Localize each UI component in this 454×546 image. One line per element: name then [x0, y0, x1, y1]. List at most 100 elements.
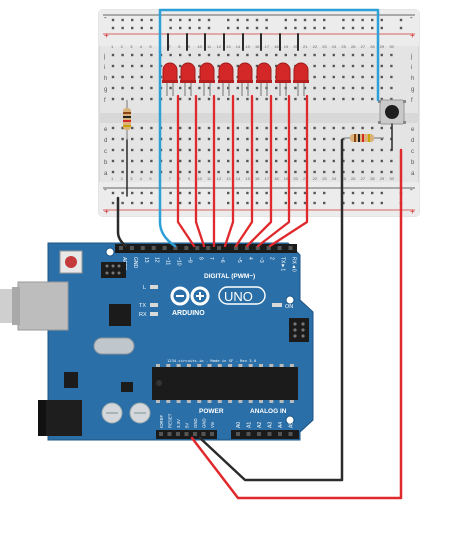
column-label: 13: [226, 44, 231, 49]
tie-hole: [207, 170, 211, 174]
resistor-icon[interactable]: [344, 134, 384, 142]
row-label: g: [104, 87, 107, 93]
led-icon[interactable]: [275, 62, 291, 96]
digital-pin-hole[interactable]: [255, 246, 260, 250]
usb-connector-icon[interactable]: [0, 281, 69, 331]
tie-hole: [332, 97, 335, 101]
rail-hole: [303, 26, 307, 30]
led-icon[interactable]: [199, 62, 215, 96]
rail-hole: [236, 26, 239, 30]
tie-hole: [351, 148, 355, 152]
tie-hole: [361, 86, 364, 90]
tie-hole: [371, 170, 374, 174]
tie-hole: [342, 170, 345, 174]
analog-header[interactable]: [236, 432, 293, 436]
led-array[interactable]: [162, 62, 309, 96]
digital-pin-hole[interactable]: [266, 246, 271, 250]
digital-pin-hole[interactable]: [195, 246, 200, 250]
led-icon[interactable]: [256, 62, 272, 96]
tie-hole: [265, 53, 268, 57]
power-pin-hole[interactable]: [201, 432, 206, 436]
rail-hole: [169, 18, 172, 22]
tie-hole: [169, 97, 172, 101]
tie-hole: [198, 64, 201, 68]
tie-hole: [188, 86, 191, 90]
power-pin-hole[interactable]: [167, 432, 172, 436]
tie-hole: [342, 97, 345, 101]
tie-hole: [390, 159, 393, 163]
tie-hole: [332, 53, 335, 57]
tie-hole: [342, 53, 345, 57]
rail-hole: [236, 18, 239, 22]
analog-pin-hole[interactable]: [288, 432, 293, 436]
power-pin-hole[interactable]: [184, 432, 189, 436]
tie-hole: [380, 170, 383, 174]
reset-button-icon[interactable]: [59, 250, 83, 274]
digital-header[interactable]: [119, 246, 293, 250]
analog-pin-hole[interactable]: [246, 432, 251, 436]
tie-hole: [150, 53, 153, 57]
tie-hole: [179, 159, 182, 163]
rail-hole: [188, 18, 191, 22]
wires[interactable]: [116, 8, 403, 500]
tie-hole: [111, 75, 115, 79]
digital-pin-hole[interactable]: [288, 246, 293, 250]
power-jack-icon[interactable]: [38, 400, 82, 436]
rail-hole: [140, 18, 143, 22]
led-icon[interactable]: [162, 62, 178, 96]
analog-pin-hole[interactable]: [267, 432, 272, 436]
digital-pin-hole[interactable]: [151, 246, 156, 250]
led-icon[interactable]: [180, 62, 196, 96]
column-label: 10: [197, 44, 202, 49]
led-icon[interactable]: [293, 62, 309, 96]
resistor-icon[interactable]: [123, 100, 131, 140]
led-icon[interactable]: [237, 62, 253, 96]
power-pin-hole[interactable]: [176, 432, 180, 436]
digital-pin-hole[interactable]: [217, 246, 222, 250]
tie-hole: [140, 53, 143, 57]
tie-hole: [121, 53, 124, 57]
analog-pin-hole[interactable]: [257, 432, 261, 436]
rail-hole: [150, 26, 153, 30]
analog-pin-hole[interactable]: [236, 432, 240, 436]
analog-pin-label: A0: [236, 422, 242, 428]
tie-hole: [323, 126, 326, 130]
power-header[interactable]: [159, 432, 214, 436]
digital-pin-hole[interactable]: [129, 246, 134, 250]
column-label: 7: [169, 176, 172, 181]
power-pin-hole[interactable]: [210, 432, 214, 436]
tie-hole: [371, 64, 374, 68]
tie-hole: [351, 159, 355, 163]
wire-blue[interactable]: [158, 50, 177, 248]
column-label: 19: [284, 176, 289, 181]
power-pin-hole[interactable]: [193, 432, 197, 436]
power-pin-hole[interactable]: [159, 432, 163, 436]
tie-hole: [303, 170, 307, 174]
digital-pin-hole[interactable]: [277, 246, 282, 250]
tie-hole: [169, 126, 172, 130]
digital-pin-hole[interactable]: [244, 246, 249, 250]
digital-pin-hole[interactable]: [162, 246, 167, 250]
digital-pin-hole[interactable]: [206, 246, 211, 250]
digital-pin-hole[interactable]: [234, 246, 238, 250]
digital-pin-hole[interactable]: [184, 246, 189, 250]
row-label: i: [104, 65, 105, 71]
analog-pin-hole[interactable]: [278, 432, 282, 436]
column-label: 10: [197, 176, 202, 181]
tie-hole: [294, 137, 297, 141]
led-icon[interactable]: [218, 62, 234, 96]
digital-pin-hole[interactable]: [173, 246, 178, 250]
rail-hole: [371, 191, 374, 195]
tie-hole: [131, 97, 134, 101]
digital-pin-hole[interactable]: [119, 246, 123, 250]
pushbutton-icon[interactable]: [378, 99, 406, 125]
wire-blue[interactable]: [158, 8, 380, 102]
rail-hole: [380, 191, 383, 195]
tie-hole: [323, 75, 326, 79]
rail-hole: [342, 26, 345, 30]
digital-pin-hole[interactable]: [140, 246, 145, 250]
tie-hole: [140, 126, 143, 130]
